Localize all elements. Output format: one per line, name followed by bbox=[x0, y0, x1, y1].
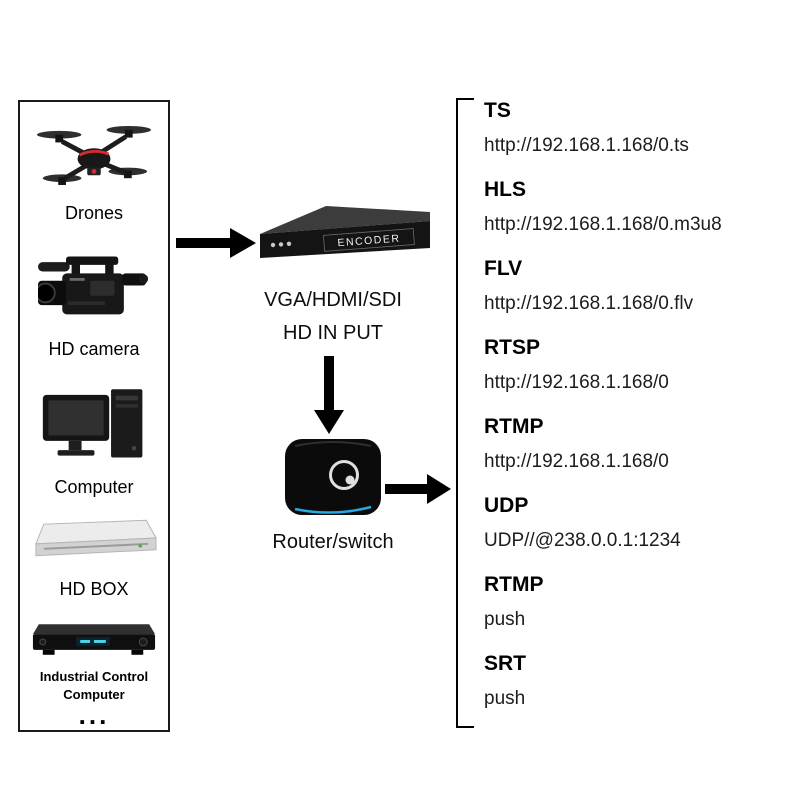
protocol-name: RTMP bbox=[484, 415, 544, 438]
protocol-url: http://192.168.1.168/0 bbox=[484, 372, 669, 393]
device-item-hd-box: HD BOX bbox=[20, 508, 168, 600]
hd-box-icon bbox=[35, 519, 157, 557]
more-devices-ellipsis: ... bbox=[78, 700, 110, 730]
device-label-industrial-computer: Industrial Control Computer bbox=[39, 669, 149, 702]
protocol-row: RTMP push bbox=[484, 571, 790, 633]
device-label-hd-camera: HD camera bbox=[48, 339, 140, 359]
protocol-name: UDP bbox=[484, 494, 529, 517]
protocol-name: RTSP bbox=[484, 336, 541, 359]
protocol-name: FLV bbox=[484, 257, 523, 280]
protocol-row: SRT push bbox=[484, 650, 790, 712]
device-item-drones: Drones bbox=[20, 114, 168, 224]
protocol-url: http://192.168.1.168/0.m3u8 bbox=[484, 214, 722, 235]
protocol-url: http://192.168.1.168/0 bbox=[484, 451, 669, 472]
encoder-device-icon: ENCODER bbox=[260, 206, 430, 258]
protocol-row: HLS http://192.168.1.168/0.m3u8 bbox=[484, 176, 790, 238]
protocol-name: SRT bbox=[484, 652, 526, 675]
device-item-computer: Computer bbox=[20, 386, 168, 498]
protocol-name: HLS bbox=[484, 178, 526, 201]
protocol-row: UDP UDP//@238.0.0.1:1234 bbox=[484, 492, 790, 554]
router-device-icon bbox=[285, 439, 381, 515]
encoder-caption-line2: HD IN PUT bbox=[283, 322, 383, 344]
protocol-name: RTMP bbox=[484, 573, 544, 596]
protocol-url: push bbox=[484, 609, 526, 630]
arrow-devices-to-encoder-icon bbox=[176, 228, 256, 258]
desktop-computer-icon bbox=[42, 389, 143, 458]
output-protocols-list: TS http://192.168.1.168/0.ts HLS http://… bbox=[484, 97, 790, 729]
arrow-router-to-outputs-icon bbox=[385, 474, 451, 504]
protocol-name: TS bbox=[484, 99, 511, 122]
protocol-url: http://192.168.1.168/0.flv bbox=[484, 293, 694, 314]
protocol-row: RTSP http://192.168.1.168/0 bbox=[484, 334, 790, 396]
device-label-hd-box: HD BOX bbox=[59, 579, 129, 599]
protocol-url: UDP//@238.0.0.1:1234 bbox=[484, 530, 681, 551]
protocol-url: http://192.168.1.168/0.ts bbox=[484, 135, 689, 156]
encoder-caption: VGA/HDMI/SDI HD IN PUT bbox=[238, 284, 428, 350]
device-label-drones: Drones bbox=[64, 203, 124, 223]
camcorder-icon bbox=[38, 256, 149, 315]
source-devices-panel: Drones HD camera bbox=[18, 100, 170, 732]
industrial-control-computer-icon bbox=[32, 624, 156, 655]
protocol-row: RTMP http://192.168.1.168/0 bbox=[484, 413, 790, 475]
arrow-encoder-to-router-icon bbox=[314, 356, 344, 434]
router-label: Router/switch bbox=[272, 531, 394, 553]
protocol-row: TS http://192.168.1.168/0.ts bbox=[484, 97, 790, 159]
outputs-bracket bbox=[456, 98, 474, 728]
protocol-url: push bbox=[484, 688, 526, 709]
device-item-industrial-computer: Industrial Control Computer bbox=[20, 618, 168, 704]
device-label-computer: Computer bbox=[54, 477, 134, 497]
drone-icon bbox=[36, 126, 152, 185]
encoder-caption-line1: VGA/HDMI/SDI bbox=[264, 289, 402, 311]
device-item-hd-camera: HD camera bbox=[20, 252, 168, 360]
encoder-device-label: ENCODER bbox=[337, 233, 401, 250]
protocol-row: FLV http://192.168.1.168/0.flv bbox=[484, 255, 790, 317]
